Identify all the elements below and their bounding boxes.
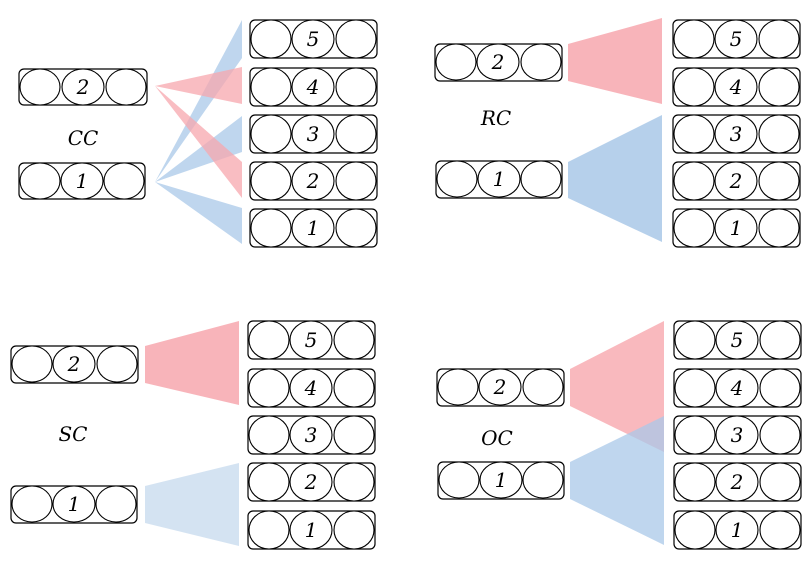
oc-label: OC xyxy=(481,426,513,450)
sc-target-2: 2 xyxy=(247,462,376,502)
sc-target-1-label: 1 xyxy=(305,518,318,542)
oc-source-2: 2 xyxy=(436,368,565,407)
oc-target-5-label: 5 xyxy=(731,328,744,352)
oc-target-1-label: 1 xyxy=(731,518,744,542)
sc-target-4-label: 4 xyxy=(304,376,318,400)
rc-target-2-label: 2 xyxy=(729,169,743,193)
rc-source-1-label: 1 xyxy=(493,167,506,191)
sc-source-1: 1 xyxy=(10,485,138,524)
rc-target-1: 1 xyxy=(672,208,801,248)
oc-target-2-label: 2 xyxy=(730,470,744,494)
rc-fan-1-to-3-2-1 xyxy=(568,115,662,242)
cc-fan-2-to-2 xyxy=(155,86,242,198)
oc-target-1: 1 xyxy=(673,510,802,550)
rc-target-4-label: 4 xyxy=(729,75,743,99)
cc-target-3-label: 3 xyxy=(307,122,320,146)
rc-label: RC xyxy=(480,106,511,130)
rc-source-2-label: 2 xyxy=(491,50,505,74)
panel-sc: 2 1 SC 5 4 3 xyxy=(10,320,376,550)
oc-target-4-label: 4 xyxy=(730,376,744,400)
oc-source-1-label: 1 xyxy=(495,468,508,492)
cc-target-4: 4 xyxy=(249,67,378,107)
cc-source-1: 1 xyxy=(18,162,146,200)
oc-target-4: 4 xyxy=(673,368,802,408)
panel-cc: 2 1 CC 5 4 3 xyxy=(18,19,378,248)
cc-fan-1-to-3 xyxy=(155,116,242,182)
sc-source-2-label: 2 xyxy=(67,352,81,376)
cc-fan-2-to-4 xyxy=(155,67,242,104)
cc-fan-1-to-5 xyxy=(155,20,242,182)
panel-rc: 2 1 RC 5 4 3 xyxy=(434,18,801,248)
cc-fan-1-to-1 xyxy=(155,182,242,244)
oc-target-3: 3 xyxy=(673,415,802,455)
sc-target-4: 4 xyxy=(247,368,376,408)
rc-target-5-label: 5 xyxy=(730,27,743,51)
cc-target-2-label: 2 xyxy=(306,169,320,193)
cc-source-2: 2 xyxy=(18,68,148,106)
cc-target-4-label: 4 xyxy=(306,75,320,99)
oc-source-2-label: 2 xyxy=(493,375,507,399)
rc-target-1-label: 1 xyxy=(730,216,743,240)
panel-oc: 2 1 OC 5 4 3 xyxy=(436,320,802,550)
sc-target-5: 5 xyxy=(247,320,376,360)
rc-target-3: 3 xyxy=(672,114,801,154)
sc-target-2-label: 2 xyxy=(304,470,318,494)
oc-target-5: 5 xyxy=(673,320,802,360)
oc-source-1: 1 xyxy=(437,461,565,500)
cc-source-1-label: 1 xyxy=(76,169,89,193)
cc-source-2-label: 2 xyxy=(76,75,90,99)
sc-fan-2 xyxy=(145,321,239,405)
cc-target-5: 5 xyxy=(249,19,378,59)
sc-source-1-label: 1 xyxy=(68,492,81,516)
oc-fan-2-to-5-4-3 xyxy=(570,321,664,452)
cc-target-2: 2 xyxy=(249,161,378,201)
sc-target-1: 1 xyxy=(247,510,376,550)
rc-target-2: 2 xyxy=(672,161,801,201)
sc-label: SC xyxy=(58,422,87,446)
cc-target-5-label: 5 xyxy=(307,27,320,51)
oc-target-3-label: 3 xyxy=(731,423,744,447)
cc-target-1: 1 xyxy=(249,208,378,248)
rc-target-4: 4 xyxy=(672,67,801,107)
sc-target-5-label: 5 xyxy=(305,328,318,352)
cc-target-3: 3 xyxy=(249,114,378,154)
rc-source-2: 2 xyxy=(434,43,563,82)
rc-source-1: 1 xyxy=(435,160,563,199)
cc-target-1-label: 1 xyxy=(307,216,320,240)
rc-fan-2-to-5-4 xyxy=(568,18,662,104)
oc-fan-1-to-3-2-1 xyxy=(570,416,664,545)
cc-label: CC xyxy=(68,126,99,150)
rc-target-5: 5 xyxy=(672,19,801,59)
oc-target-2: 2 xyxy=(673,462,802,502)
sc-source-2: 2 xyxy=(10,345,139,384)
sc-fan-1 xyxy=(145,463,239,546)
sc-target-3-label: 3 xyxy=(305,423,318,447)
sc-target-3: 3 xyxy=(247,415,376,455)
rc-target-3-label: 3 xyxy=(730,122,743,146)
